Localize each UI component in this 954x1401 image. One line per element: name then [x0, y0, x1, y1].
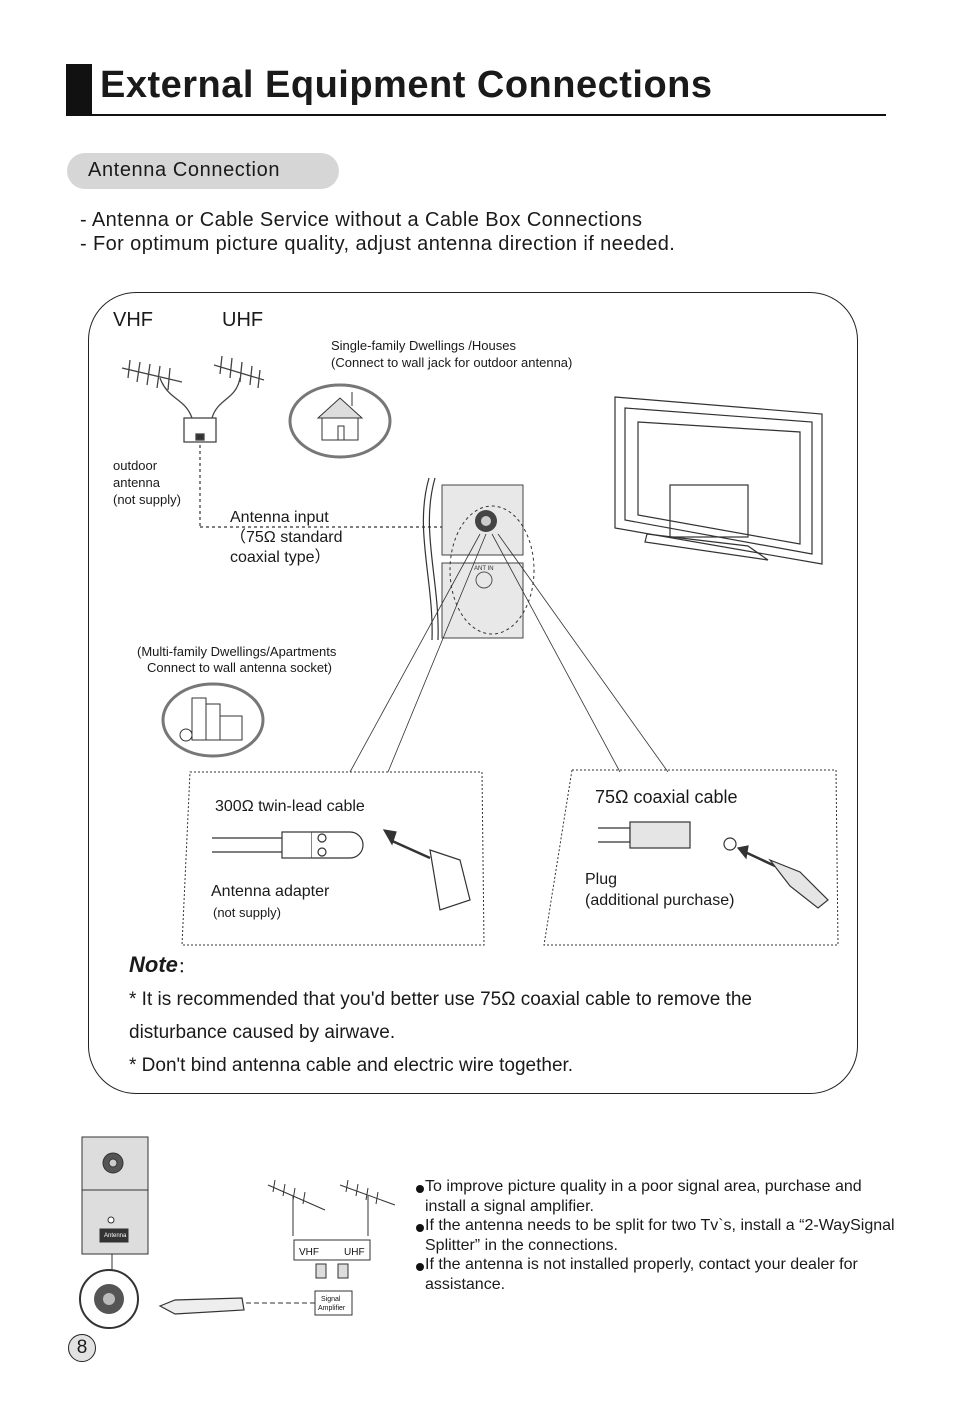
tip-item: If the antenna is not installed properly…: [425, 1256, 858, 1293]
bottom-uhf-label: UHF: [344, 1247, 365, 1258]
apartment-icon: [179, 697, 243, 742]
note-heading: Note: [129, 952, 178, 977]
outdoor-antenna-line1: outdoor: [113, 458, 158, 473]
page-title: External Equipment Connections: [100, 64, 713, 106]
plug-note: (additional purchase): [585, 892, 735, 909]
antenna-input-line3: coaxial type）: [230, 549, 331, 566]
antenna-adapter-label: Antenna adapter: [211, 883, 330, 900]
uhf-label: UHF: [222, 309, 264, 331]
house-icon: [316, 392, 364, 441]
panel-antenna-label: Antenna: [104, 1233, 127, 1239]
twin-lead-cable-icon: [212, 829, 471, 911]
signal-amplifier-box: [314, 1290, 353, 1316]
multi-family-line1: (Multi-family Dwellings/Apartments: [137, 644, 337, 659]
intro-text: - Antenna or Cable Service without a Cab…: [80, 208, 675, 256]
vhf-uhf-antenna-icon: [267, 1179, 396, 1279]
intro-line: - For optimum picture quality, adjust an…: [80, 233, 676, 255]
title-bar-accent: [66, 64, 92, 116]
tv-icon: [614, 396, 823, 565]
bottom-vhf-label: VHF: [299, 1247, 319, 1258]
antenna-input-line2: （75Ω standard: [230, 529, 343, 546]
antenna-adapter-note: (not supply): [213, 905, 281, 920]
title-rule: [66, 114, 886, 116]
note-heading-wrap: Note：: [129, 952, 194, 978]
single-family-line2: (Connect to wall jack for outdoor antenn…: [331, 355, 573, 370]
amplifier-cable-icon: [158, 1297, 245, 1315]
multi-family-line2: Connect to wall antenna socket): [147, 660, 332, 675]
section-label: Antenna Connection: [88, 159, 281, 181]
note-colon: ：: [177, 959, 194, 976]
note-line3: * Don't bind antenna cable and electric …: [129, 1055, 574, 1076]
single-family-line1: Single-family Dwellings /Houses: [331, 338, 516, 353]
intro-line: - Antenna or Cable Service without a Cab…: [80, 209, 643, 231]
outdoor-antenna-line2: antenna: [113, 475, 160, 490]
antenna-input-line1: Antenna input: [230, 509, 329, 526]
amp-label-1: Signal: [321, 1296, 341, 1303]
coax-title: 75Ω coaxial cable: [595, 787, 738, 807]
coaxial-cable-icon: [598, 821, 829, 909]
diagram-frame: [88, 292, 858, 1094]
outdoor-antenna-line3: (not supply): [113, 492, 181, 507]
vhf-label: VHF: [113, 309, 153, 331]
plug-label: Plug: [585, 871, 618, 888]
twin-lead-title: 300Ω twin-lead cable: [215, 798, 365, 815]
rear-panel-icon: [81, 1136, 149, 1255]
tips-list: To improve picture quality in a poor sig…: [416, 1177, 896, 1294]
tip-item: If the antenna needs to be split for two…: [425, 1217, 895, 1254]
section-pill: [67, 153, 339, 189]
tip-item: To improve picture quality in a poor sig…: [425, 1178, 862, 1215]
note-line1: * It is recommended that you'd better us…: [129, 989, 753, 1010]
amp-label-2: Amplifier: [318, 1305, 346, 1312]
note-line2: disturbance caused by airwave.: [129, 1022, 396, 1043]
page-number: 8: [68, 1334, 96, 1362]
ant-in-label: ANT IN: [474, 566, 494, 572]
outdoor-antenna-icon: [121, 355, 265, 443]
